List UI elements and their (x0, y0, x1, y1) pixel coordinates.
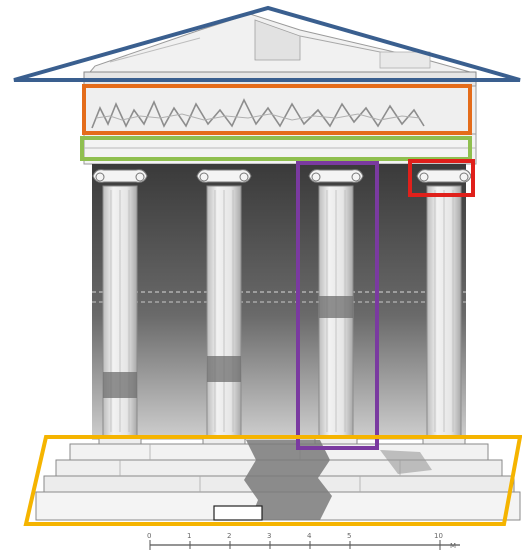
temple-steps (35, 440, 521, 521)
scale-tick-3: 3 (267, 532, 271, 540)
scale-tick-10: 10 (434, 532, 443, 540)
column-1 (92, 169, 148, 445)
architrave-box (80, 136, 472, 161)
column-2 (196, 169, 252, 445)
stylobate-outline (23, 435, 522, 526)
pediment-stonework (88, 13, 471, 73)
cella-shadow (92, 164, 466, 440)
capital-box (408, 159, 475, 197)
scale-tick-1: 1 (187, 532, 191, 540)
column-4 (416, 169, 472, 445)
column-3 (308, 169, 364, 445)
column-box (296, 161, 379, 450)
pediment-outline (13, 5, 521, 82)
scale-tick-4: 4 (307, 532, 312, 540)
scale-unit: M (450, 542, 456, 550)
scale-tick-0: 0 (147, 532, 151, 540)
scale-tick-5: 5 (347, 532, 351, 540)
frieze-box (82, 84, 472, 135)
scale-bar: 0 1 2 3 4 5 10 M (147, 532, 460, 550)
scale-tick-2: 2 (227, 532, 231, 540)
